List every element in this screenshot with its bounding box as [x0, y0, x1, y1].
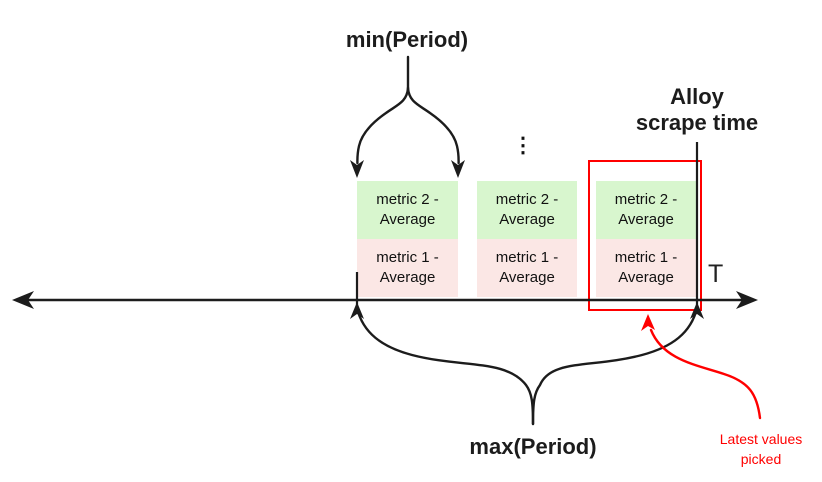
time-axis-label: T: [708, 260, 724, 288]
alloy-scrape-time-line2: scrape time: [635, 109, 759, 135]
alloy-scrape-time-line1: Alloy: [670, 84, 724, 109]
metric1-label: metric 1 - Average: [614, 248, 678, 286]
metric1-label: metric 1 - Average: [495, 248, 559, 286]
max-period-label: max(Period): [469, 434, 597, 459]
metric2-box: metric 2 - Average: [477, 181, 577, 239]
metric-group-2: metric 2 - Average metric 1 - Average: [477, 181, 577, 297]
timeline-left-arrowhead-icon: [12, 291, 34, 309]
metric-group-1: metric 2 - Average metric 1 - Average: [357, 181, 458, 297]
max-period-brace-right-arm: [531, 306, 699, 426]
latest-scrape-highlight-box: [588, 160, 702, 311]
metric2-label: metric 2 - Average: [376, 190, 439, 228]
max-period-left-arrowhead-icon: [350, 302, 364, 319]
min-period-right-arrowhead-icon: [451, 160, 465, 178]
metric2-box: metric 2 - Average: [357, 181, 458, 239]
metric1-box: metric 1 - Average: [357, 239, 458, 297]
metric2-box: metric 2 - Average: [596, 181, 696, 239]
latest-values-line1: Latest values: [719, 431, 803, 447]
metric1-label: metric 1 - Average: [376, 248, 439, 286]
metric2-label: metric 2 - Average: [614, 190, 678, 228]
metric1-box: metric 1 - Average: [477, 239, 577, 297]
min-period-brace-right-arm: [406, 86, 460, 165]
metric2-label: metric 2 - Average: [495, 190, 559, 228]
latest-values-callout-curve: [649, 328, 762, 420]
min-period-left-arrowhead-icon: [350, 160, 364, 178]
latest-values-line2: picked: [740, 451, 782, 468]
metric1-box: metric 1 - Average: [596, 239, 696, 297]
more-samples-ellipsis: ⋮: [512, 134, 534, 157]
timeline-right-arrowhead-icon: [736, 291, 758, 309]
latest-values-arrowhead-icon: [641, 314, 655, 331]
max-period-brace-left-arm: [355, 306, 535, 426]
min-period-label: min(Period): [345, 27, 469, 52]
latest-values-picked-label: Latest values picked: [720, 429, 803, 470]
min-period-brace-left-arm: [356, 86, 410, 165]
alloy-scrape-time-label: Alloy scrape time: [636, 84, 758, 136]
metric-group-3: metric 2 - Average metric 1 - Average: [596, 181, 696, 297]
